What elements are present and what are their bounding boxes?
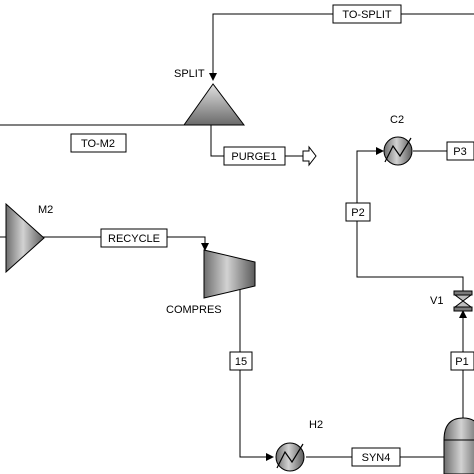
stream-label-15-text: 15 [235, 356, 247, 368]
stream-label-purge1[interactable]: PURGE1 [223, 146, 286, 166]
stream-label-to-split-text: TO-SPLIT [342, 9, 392, 21]
stream-label-purge1-text: PURGE1 [231, 151, 276, 163]
stream-label-syn4-text: SYN4 [362, 452, 391, 464]
stream-label-15[interactable]: 15 [229, 351, 253, 371]
stream-label-to-split[interactable]: TO-SPLIT [332, 4, 402, 24]
valve-v1-icon[interactable] [453, 290, 473, 312]
compressor-compres-icon[interactable] [203, 249, 256, 299]
stream-label-p2-text: P2 [351, 207, 364, 219]
stream-line-15[interactable] [239, 286, 274, 461]
heater-h2-icon[interactable] [275, 442, 305, 472]
split-block-icon[interactable] [183, 83, 246, 126]
block-label-c2: C2 [390, 114, 404, 126]
stream-label-to-m2-text: TO-M2 [81, 138, 115, 150]
stream-label-syn4[interactable]: SYN4 [351, 447, 401, 467]
stream-label-to-m2[interactable]: TO-M2 [70, 133, 127, 153]
stream-line-p2[interactable] [356, 147, 464, 291]
stream-label-recycle-text: RECYCLE [108, 233, 160, 245]
stream-label-p1-text: P1 [455, 356, 468, 368]
block-label-v1: V1 [430, 295, 443, 307]
stream-label-p2[interactable]: P2 [345, 202, 371, 222]
block-label-h2: H2 [309, 419, 323, 431]
mixer-m2-icon[interactable] [5, 202, 45, 274]
product-arrow-purge1-icon[interactable] [302, 145, 317, 167]
block-label-compres: COMPRES [166, 304, 222, 316]
reactor-vessel-icon[interactable] [443, 417, 474, 474]
stream-label-p1[interactable]: P1 [450, 351, 474, 371]
stream-line-recycle[interactable] [42, 236, 209, 251]
block-label-split: SPLIT [174, 68, 205, 80]
heater-c2-icon[interactable] [383, 136, 413, 166]
stream-label-p3[interactable]: P3 [446, 141, 474, 161]
stream-label-recycle[interactable]: RECYCLE [100, 228, 168, 248]
block-label-m2: M2 [38, 204, 53, 216]
stream-line-to-split[interactable] [209, 13, 474, 81]
stream-label-p3-text: P3 [453, 146, 466, 158]
